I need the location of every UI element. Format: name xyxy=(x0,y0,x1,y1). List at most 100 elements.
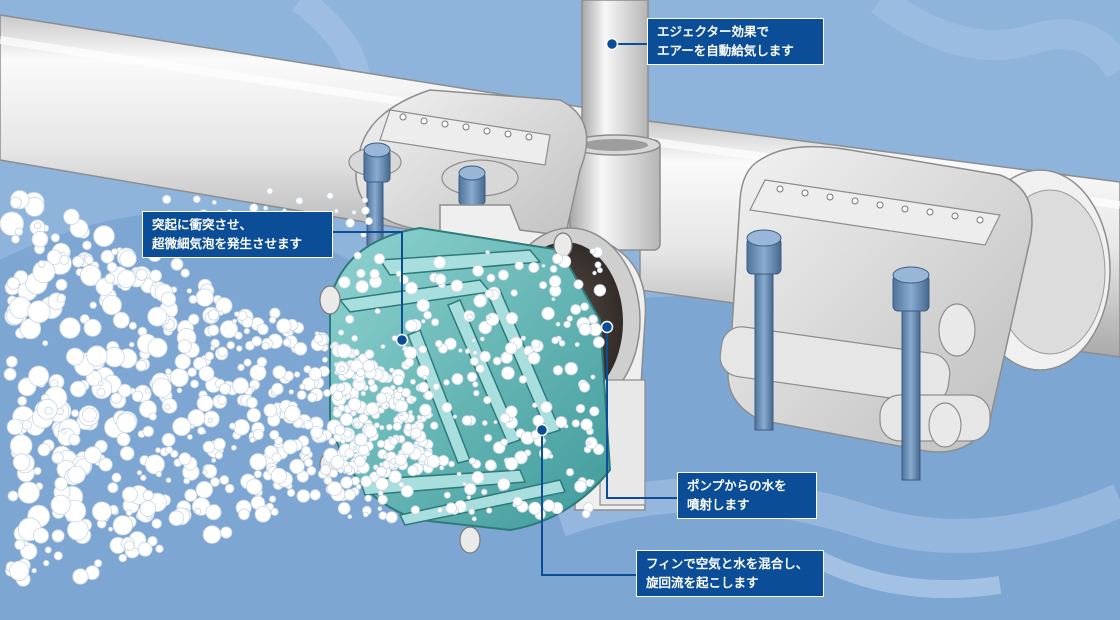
bubble xyxy=(137,541,153,557)
bubble xyxy=(337,501,351,515)
bubble xyxy=(379,424,385,431)
bubble xyxy=(12,453,31,472)
bubble xyxy=(211,199,217,205)
bubble xyxy=(151,281,157,287)
bubble xyxy=(286,488,296,497)
bubble xyxy=(246,478,263,495)
bubble xyxy=(551,336,559,345)
bubble xyxy=(72,568,89,585)
bubble xyxy=(263,403,278,418)
microbubble-cloud xyxy=(0,187,607,587)
bubble xyxy=(541,306,555,321)
bubble xyxy=(531,402,538,409)
bubble xyxy=(202,525,222,544)
bubble xyxy=(450,279,464,293)
bubble xyxy=(426,454,441,469)
bubble xyxy=(574,341,580,347)
bubble xyxy=(28,365,50,387)
bubble xyxy=(144,387,151,394)
bubble xyxy=(458,348,463,353)
bubble xyxy=(111,248,119,256)
bubble xyxy=(592,336,605,349)
bubble xyxy=(422,375,428,380)
bubble xyxy=(552,253,564,265)
bubble xyxy=(398,481,405,488)
bubble xyxy=(268,495,277,503)
bubble xyxy=(118,383,132,398)
bubble xyxy=(253,470,262,479)
bubble xyxy=(202,469,208,476)
bubble xyxy=(340,476,353,489)
bubble xyxy=(389,436,399,446)
bubble xyxy=(360,475,373,488)
bubble xyxy=(271,452,282,463)
bubble xyxy=(219,320,238,339)
bubble xyxy=(219,475,230,485)
bubble xyxy=(31,230,49,248)
bubble xyxy=(151,518,162,529)
bubble xyxy=(479,350,491,363)
bubble xyxy=(165,477,172,484)
bubble xyxy=(375,466,387,478)
bubble xyxy=(17,396,28,406)
bubble xyxy=(310,425,323,439)
bubble xyxy=(392,374,404,386)
bubble xyxy=(486,273,496,283)
bubble xyxy=(142,425,155,438)
bubble xyxy=(207,324,220,337)
bubble xyxy=(59,317,81,339)
bubble xyxy=(589,248,596,255)
bubble xyxy=(338,276,351,289)
bubble xyxy=(184,488,198,502)
bubble xyxy=(512,496,523,507)
bubble xyxy=(514,260,524,271)
bubble xyxy=(246,396,258,409)
bubble xyxy=(353,446,358,451)
bubble xyxy=(377,494,388,505)
bubble xyxy=(397,410,409,422)
bubble xyxy=(187,313,200,326)
pump-callout-line1: ポンプからの水を xyxy=(687,478,787,493)
bubble xyxy=(416,298,430,313)
bubble xyxy=(139,500,157,517)
bubble xyxy=(188,294,198,304)
fin-callout-line2: 旋回流を起こします xyxy=(646,575,759,590)
bubble xyxy=(389,367,395,373)
bubble xyxy=(580,302,589,312)
bubble xyxy=(160,291,177,307)
bubble xyxy=(548,275,562,288)
bubble xyxy=(472,264,485,277)
bubble xyxy=(382,454,388,460)
pump-callout-line2: 噴射します xyxy=(687,497,750,512)
bubble xyxy=(14,539,26,551)
bubbles-callout-line2: 超微細気泡を発生させます xyxy=(152,236,303,251)
bubble xyxy=(461,415,473,426)
bubble xyxy=(555,416,568,429)
bubble xyxy=(164,403,171,411)
bubble xyxy=(93,225,115,247)
bubble xyxy=(211,457,217,463)
bubble xyxy=(131,390,144,403)
bubble xyxy=(392,421,402,431)
bubble xyxy=(162,194,172,204)
bubble xyxy=(59,255,70,265)
bubble xyxy=(116,432,131,447)
bubble xyxy=(439,465,445,471)
bubble xyxy=(518,375,528,384)
bubble xyxy=(234,331,243,340)
bubble xyxy=(374,308,381,315)
bubble xyxy=(119,446,135,461)
bubble xyxy=(148,412,157,421)
bubble xyxy=(356,368,366,378)
bubble xyxy=(151,377,172,398)
bubble xyxy=(210,477,220,487)
bubble xyxy=(570,304,582,315)
bubble xyxy=(410,505,420,515)
bubble xyxy=(344,448,355,459)
bubble xyxy=(538,281,548,290)
bubble xyxy=(481,488,488,496)
bubble xyxy=(483,433,493,443)
bubble xyxy=(270,467,287,484)
bubble xyxy=(376,439,386,448)
bubble xyxy=(224,483,235,494)
